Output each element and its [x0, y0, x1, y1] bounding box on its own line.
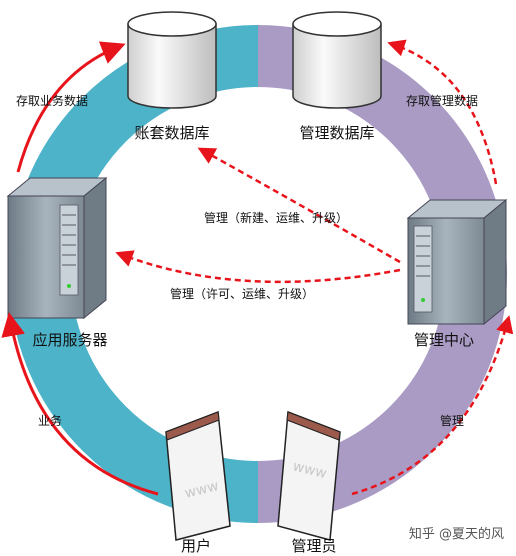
arrow-center-to-mgmt-db	[387, 39, 498, 185]
mgmt-center-icon	[406, 198, 508, 326]
edge-label-center-to-account-db: 管理（新建、运维、升级）	[204, 210, 348, 225]
admin-label: 管理员	[291, 537, 336, 555]
account-db-icon	[127, 11, 217, 109]
app-server-icon	[6, 176, 108, 320]
arrow-admin-to-center	[351, 315, 514, 496]
app-server-label: 应用服务器	[32, 331, 107, 349]
arrow-center-to-app-server	[115, 250, 401, 284]
user-browser-icon: www	[165, 410, 231, 541]
edge-label-center-to-mgmt-db: 存取管理数据	[406, 93, 478, 108]
edge-label-app-to-account-db: 存取业务数据	[16, 93, 88, 108]
arrow-center-to-account-db	[197, 147, 401, 264]
edge-label-user-to-app-server: 业务	[38, 413, 62, 428]
mgmt-db-label: 管理数据库	[299, 124, 374, 142]
account-db-label: 账套数据库	[134, 124, 209, 142]
mgmt-center-label: 管理中心	[414, 331, 474, 349]
solid-arrows	[1, 41, 159, 496]
arrow-app-to-account-db	[16, 41, 126, 173]
user-label: 用户	[181, 537, 211, 555]
dashed-arrows	[115, 39, 514, 496]
edge-label-admin-to-center: 管理	[440, 413, 464, 428]
arrow-user-to-app-server	[1, 312, 159, 496]
edge-label-center-to-app-server: 管理（许可、运维、升级）	[170, 286, 314, 301]
admin-browser-icon: www	[277, 410, 341, 541]
mgmt-db-icon	[292, 11, 382, 109]
watermark: 知乎 @夏天的风	[409, 526, 504, 542]
